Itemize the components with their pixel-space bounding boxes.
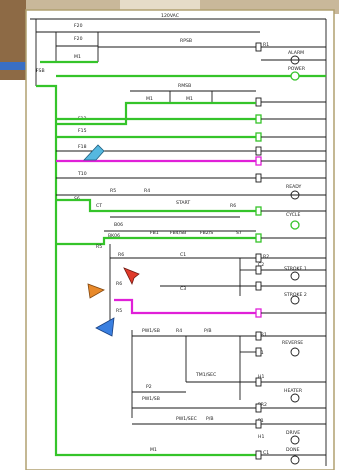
label-r1-top: R1 xyxy=(263,42,269,48)
label-f18: F18 xyxy=(78,144,87,150)
label-pwsec: PW1/SEC xyxy=(176,416,197,422)
label-powerup: POWER xyxy=(288,66,306,72)
red-arrow-cursor-icon[interactable] xyxy=(123,267,140,286)
label-cycle: CYCLE xyxy=(286,212,300,218)
label-pr2: PR2 xyxy=(258,402,267,408)
label-m1-a: M1 xyxy=(74,54,81,60)
label-tmsec: TM1/SEC xyxy=(195,372,216,378)
label-alarm: ALARM xyxy=(288,50,304,56)
label-t10: T10 xyxy=(77,171,87,177)
label-start: START xyxy=(176,200,190,206)
coil-p1b xyxy=(255,419,262,429)
label-done: DONE xyxy=(286,447,300,453)
lamp-reverse xyxy=(290,347,300,357)
label-r5: R5 xyxy=(110,188,116,194)
coil-c1b xyxy=(255,450,262,460)
label-fb2: FB4/SB xyxy=(170,230,186,236)
label-r6b: R6 xyxy=(118,252,124,258)
energized-left-rail xyxy=(36,84,260,457)
label-b06: B06 xyxy=(114,222,123,228)
label-fsb: FSB xyxy=(36,68,45,74)
label-pb2: P/B xyxy=(206,416,213,422)
label-heater: HEATER xyxy=(284,388,303,394)
coil-c2 xyxy=(255,265,262,275)
lamp-done xyxy=(290,455,300,465)
energized-rung-r3 xyxy=(56,101,256,126)
blue-arrow-cursor-icon[interactable] xyxy=(95,317,115,337)
label-pb: P/B xyxy=(204,328,211,334)
label-ct: CT xyxy=(96,203,102,209)
label-stroke2: STROKE 2 xyxy=(284,292,307,298)
label-fb1: FB1 xyxy=(150,230,159,236)
label-pwsb: PW1/SB xyxy=(142,328,160,334)
label-f20-a: F20 xyxy=(74,23,83,29)
diagram-title: 120VAC xyxy=(161,13,179,19)
coil-pr1 xyxy=(255,331,262,341)
label-r2b: R2 xyxy=(263,254,269,260)
orange-arrow-cursor-icon[interactable] xyxy=(87,283,105,299)
label-bk06: BK06 xyxy=(108,233,120,239)
lamp-stroke-1 xyxy=(290,271,300,281)
label-drive: DRIVE xyxy=(286,430,300,436)
label-m1-c: M1 xyxy=(186,96,193,102)
coil-r5 xyxy=(255,146,262,156)
lamp-heater xyxy=(290,393,300,403)
coil-pr2 xyxy=(255,403,262,413)
label-h1b: H1 xyxy=(258,434,264,440)
label-p2: P2 xyxy=(146,384,152,390)
label-stroke1: STROKE 1 xyxy=(284,266,307,272)
label-rmsb: RMSB xyxy=(178,83,191,89)
label-s7: S7 xyxy=(236,230,242,236)
coil-cycle xyxy=(255,206,262,216)
lamp-drive xyxy=(290,435,300,445)
label-rpsb: RPSB xyxy=(180,38,192,44)
diagram-canvas xyxy=(25,9,335,471)
label-c1: C1 xyxy=(180,252,186,258)
cyan-arrow-cursor-icon[interactable] xyxy=(83,144,105,161)
coil-r3 xyxy=(255,114,262,124)
label-fb3: FB2/S xyxy=(200,230,213,236)
label-r5c: R5 xyxy=(116,308,122,314)
label-ready: READY xyxy=(286,184,302,190)
energized-rung-cycle xyxy=(56,198,256,213)
lamp-stroke-2 xyxy=(290,295,300,305)
coil-c3 xyxy=(255,281,262,291)
coil-c1 xyxy=(255,253,262,263)
label-pr1: PR1 xyxy=(258,332,267,338)
energized-rung-r5 xyxy=(56,236,256,246)
label-r4: R4 xyxy=(144,188,150,194)
label-f15: F15 xyxy=(78,128,87,134)
label-r4b: R4 xyxy=(176,328,182,334)
coil-t10 xyxy=(255,173,262,183)
label-c1b: C1 xyxy=(263,450,269,456)
coil-p1 xyxy=(255,347,262,357)
label-h1: H1 xyxy=(258,374,264,380)
label-reverse: REVERSE xyxy=(282,340,303,346)
lamp-power xyxy=(290,71,300,81)
coil-r1 xyxy=(255,42,262,52)
label-c2: C2 xyxy=(258,262,264,268)
label-m1-b: M1 xyxy=(146,96,153,102)
coil-r5b xyxy=(255,233,262,243)
label-pwsb2: PW1/SB xyxy=(142,396,160,402)
label-m1d: M1 xyxy=(150,447,157,453)
highlight-rung-2 xyxy=(114,298,256,315)
coil-h1 xyxy=(255,377,262,387)
coil-highlight-2 xyxy=(255,308,262,318)
coil-highlight-1 xyxy=(255,156,262,166)
lamp-cycle xyxy=(290,220,300,230)
desktop-blue-bar xyxy=(0,62,40,70)
label-r6: R6 xyxy=(230,203,236,209)
label-r6c: R6 xyxy=(116,281,122,287)
label-c3: C3 xyxy=(180,286,186,292)
coil-r2 xyxy=(255,97,262,107)
desktop-window-edge xyxy=(120,0,200,12)
label-r5b: R5 xyxy=(96,244,102,250)
label-f20-b: F20 xyxy=(74,36,83,42)
coil-r4 xyxy=(255,132,262,142)
